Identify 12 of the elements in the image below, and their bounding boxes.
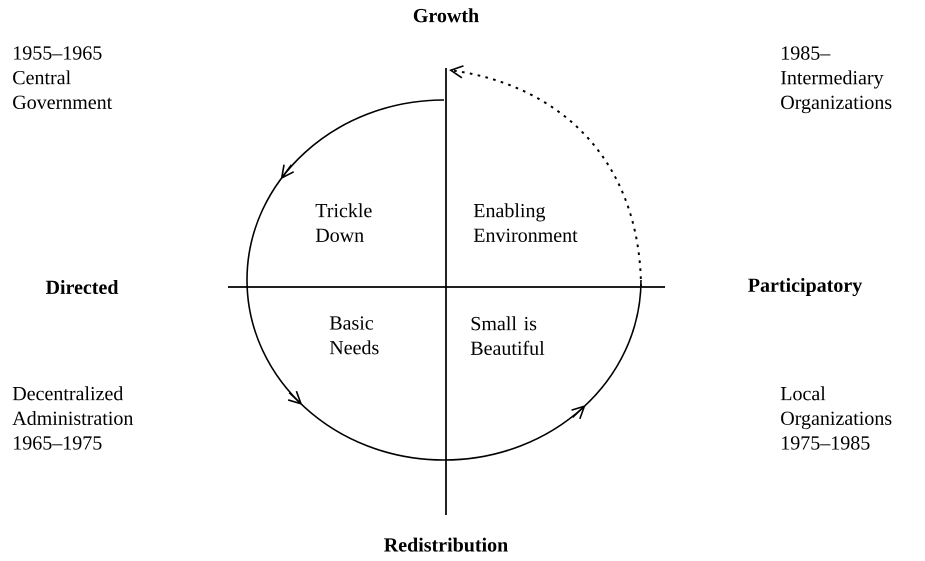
label-text: Decentralized Administration 1965–1975 xyxy=(12,386,134,450)
label-text: Enabling Environment xyxy=(474,203,578,242)
label-text: 1985– Intermediary Organizations xyxy=(781,46,892,114)
label-text: Basic Needs xyxy=(330,316,379,354)
label-text: Trickle Down xyxy=(316,203,372,242)
label-text: Small is Beautiful xyxy=(470,316,544,355)
axis-label: Growth xyxy=(414,8,479,22)
axis-label: Participatory xyxy=(748,278,862,296)
axis-label: Directed xyxy=(46,280,118,294)
label-text: 1955–1965 Central Government xyxy=(13,46,112,110)
axis-label: Redistribution xyxy=(384,538,508,552)
label-text: Local Organizations 1975–1985 xyxy=(780,386,892,450)
